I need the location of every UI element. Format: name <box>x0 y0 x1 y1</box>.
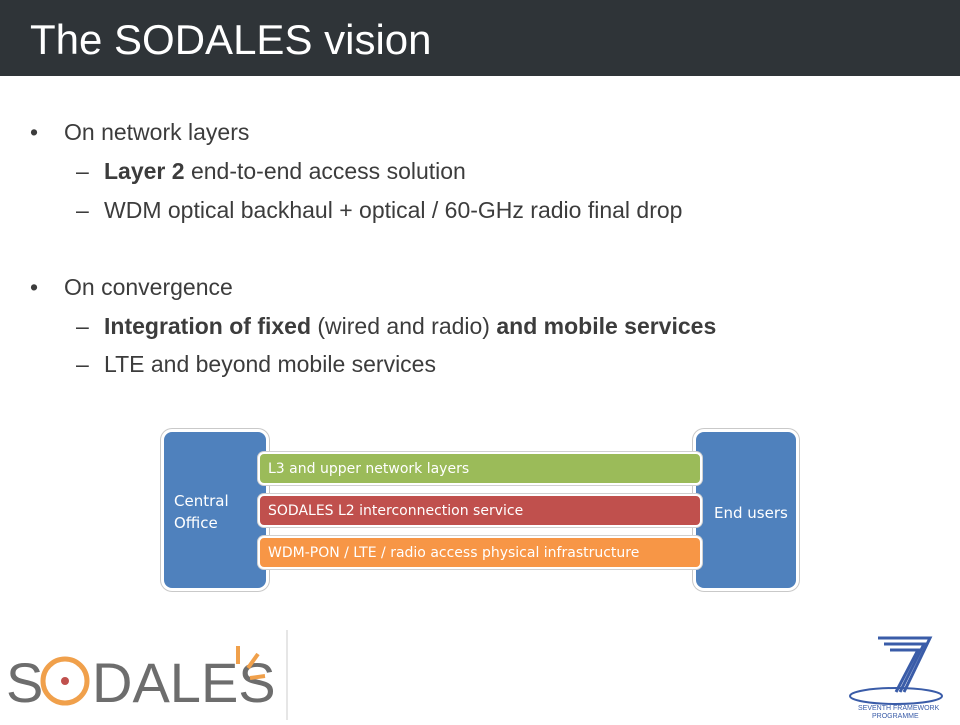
sodales-logo: S DALES <box>0 630 290 720</box>
central-office-label: Central Office <box>174 490 229 534</box>
logo-divider <box>286 630 288 720</box>
plain-text: (wired and radio) <box>311 313 497 339</box>
architecture-diagram: Central Office End users L3 and upper ne… <box>158 428 804 592</box>
central-office-line1: Central <box>174 492 229 510</box>
bullet-mark: • <box>30 274 39 300</box>
central-office-box: Central Office <box>164 432 266 588</box>
end-users-box: End users <box>696 432 796 588</box>
sub-item-text: Layer 2 end-to-end access solution <box>104 157 466 185</box>
layer-l2-label: SODALES L2 interconnection service <box>268 503 524 519</box>
sub-item-text: WDM optical backhaul + optical / 60-GHz … <box>104 197 683 223</box>
layer-physical: WDM-PON / LTE / radio access physical in… <box>258 536 702 569</box>
bold-text: Integration of fixed <box>104 313 311 339</box>
dash-mark: – <box>76 158 89 184</box>
title-bar: The SODALES vision <box>0 0 960 76</box>
sub-item-text: Integration of fixed (wired and radio) a… <box>104 312 716 340</box>
svg-text:DALES: DALES <box>92 651 276 714</box>
bullet-text: On network layers <box>64 119 250 145</box>
layer-l2: SODALES L2 interconnection service <box>258 494 702 527</box>
plain-text: end-to-end access solution <box>184 158 466 184</box>
dash-mark: – <box>76 313 89 339</box>
central-office-line2: Office <box>174 514 218 532</box>
bullet-text: On convergence <box>64 274 233 300</box>
fp7-line2: PROGRAMME <box>872 713 919 720</box>
layer-l3: L3 and upper network layers <box>258 452 702 485</box>
slide-title: The SODALES vision <box>30 16 432 63</box>
end-users-label: End users <box>714 504 788 522</box>
fp7-line1: SEVENTH FRAMEWORK <box>858 705 940 712</box>
layer-physical-label: WDM-PON / LTE / radio access physical in… <box>268 545 640 561</box>
fp7-logo: SEVENTH FRAMEWORK PROGRAMME <box>844 630 960 720</box>
svg-text:S: S <box>6 651 43 714</box>
dash-mark: – <box>76 351 89 377</box>
bold-text: Layer 2 <box>104 158 185 184</box>
bullet-mark: • <box>30 119 39 145</box>
bold-text: and mobile services <box>496 313 717 339</box>
sub-item-text: LTE and beyond mobile services <box>104 351 436 377</box>
layer-l3-label: L3 and upper network layers <box>268 461 470 477</box>
dash-mark: – <box>76 197 89 223</box>
